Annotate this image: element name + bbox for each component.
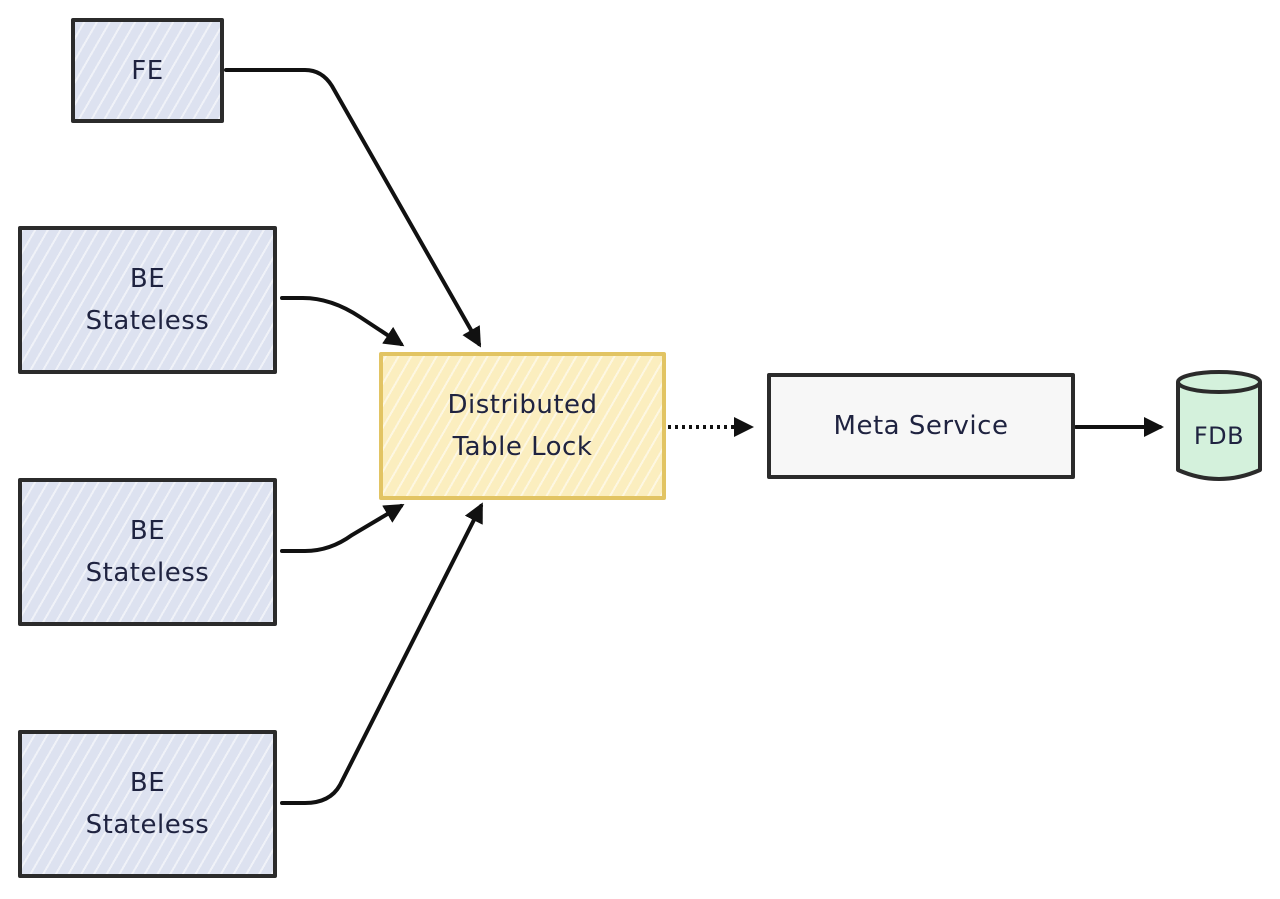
be-label: BE — [129, 264, 166, 294]
be-sublabel: Stateless — [85, 306, 210, 336]
be-sublabel: Stateless — [85, 558, 210, 588]
be-stateless-node-2: BE Stateless — [18, 478, 277, 626]
be-label: BE — [129, 768, 166, 798]
fdb-label: FDB — [1193, 422, 1245, 450]
edge-be3-to-lock — [280, 502, 483, 805]
edge-fe-to-lock — [224, 68, 481, 348]
be-stateless-node-3: BE Stateless — [18, 730, 277, 878]
edge-be1-to-lock — [280, 295, 405, 347]
be-sublabel: Stateless — [85, 810, 210, 840]
be-stateless-node-1: BE Stateless — [18, 226, 277, 374]
fdb-database-icon — [1176, 370, 1262, 481]
fe-node: FE — [71, 18, 224, 123]
be-label: BE — [129, 516, 166, 546]
lock-label-line2: Table Lock — [452, 432, 593, 462]
lock-label-line1: Distributed — [447, 390, 598, 420]
fe-label: FE — [131, 55, 164, 86]
distributed-table-lock-node: Distributed Table Lock — [379, 352, 666, 500]
meta-service-label: Meta Service — [833, 411, 1009, 441]
edge-be2-to-lock — [280, 503, 405, 553]
meta-service-node: Meta Service — [767, 373, 1075, 479]
